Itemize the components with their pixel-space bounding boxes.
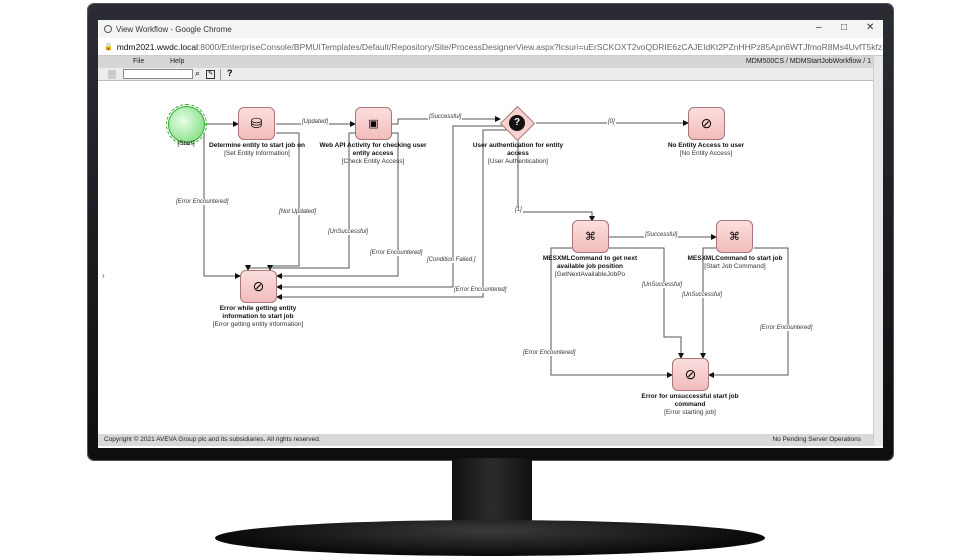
window-plug-icon: ▣ <box>368 118 379 130</box>
minimize-button[interactable]: – <box>816 22 822 33</box>
error-start-job-node[interactable]: ⊘ <box>672 358 709 391</box>
help-button[interactable]: ? <box>227 68 233 78</box>
edge-not-updated <box>267 132 300 271</box>
edge-error-webapi <box>276 132 399 279</box>
edge-label: [Error Encountered] <box>522 350 577 356</box>
menu-file[interactable]: File <box>133 58 145 65</box>
browser-window: View Workflow - Google Chrome – □ ✕ 🔒 md… <box>98 20 883 448</box>
url-host: mdm2021.wwdc.local <box>116 41 198 52</box>
edge-label: [Condition Failed.] <box>426 257 477 263</box>
no-entity-access-label: No Entity Access to user[No Entity Acces… <box>667 142 745 157</box>
status-bar: Copyright © 2021 AVEVA Group plc and its… <box>98 434 873 446</box>
edge-label: [Successful] <box>644 232 679 238</box>
edge-label: [Updated] <box>301 119 330 125</box>
maximize-button[interactable]: □ <box>841 22 848 33</box>
window-title: View Workflow - Google Chrome <box>116 24 232 34</box>
edge-mes1-box <box>550 247 673 378</box>
title-bar: View Workflow - Google Chrome – □ ✕ <box>98 20 883 38</box>
toolbar: ⌕ ✎ ? <box>98 68 883 81</box>
no-entity-access-node[interactable]: ⊘ <box>688 107 725 140</box>
menu-help[interactable]: Help <box>170 58 185 65</box>
edge-label: [UnSuccessful] <box>681 292 724 298</box>
edge-unsuccessful <box>245 132 355 271</box>
url-path: :8000/EnterpriseConsole/BPMUITemplates/D… <box>197 41 883 52</box>
edge-label: [UnSuccessful] <box>327 229 370 235</box>
edge-mes1-unsuccessful <box>609 247 684 359</box>
decision-label: User authentication for entity access[Us… <box>472 142 564 165</box>
mes-start-job-label: MESXMLCommand to start job[Start Job Com… <box>687 255 783 270</box>
error-start-job-label: Error for unsuccessful start job command… <box>641 393 739 416</box>
search-icon[interactable]: ⌕ <box>195 68 201 78</box>
edge-error-start <box>203 133 241 279</box>
vertical-scrollbar[interactable] <box>873 56 883 446</box>
edge-label: [Error Encountered] <box>759 325 814 331</box>
address-bar[interactable]: 🔒 mdm2021.wwdc.local:8000/EnterpriseCons… <box>98 38 883 56</box>
close-button[interactable]: ✕ <box>866 22 875 33</box>
edge-label: [Error Encountered] <box>175 199 230 205</box>
menu-bar: File Help MDM500CS / MDMStartJobWorkflow… <box>98 56 883 68</box>
error-document-icon: ⊘ <box>252 278 265 294</box>
determine-entity-node[interactable]: ⛁ <box>238 107 275 140</box>
edge-label: [UnSuccessful] <box>641 282 684 288</box>
start-label: [Start] <box>177 140 195 147</box>
breadcrumb: MDM500CS / MDMStartJobWorkflow / 1 <box>745 58 871 65</box>
error-document-icon: ⊘ <box>700 115 713 131</box>
mes-next-position-node[interactable]: ⌘ <box>572 220 609 253</box>
edge-label: [0] <box>607 119 616 125</box>
database-refresh-icon: ⛁ <box>250 115 263 131</box>
error-entity-node[interactable]: ⊘ <box>240 270 277 303</box>
edge-label: [1] <box>514 207 523 213</box>
error-document-icon: ⊘ <box>684 366 697 382</box>
expand-panel-icon[interactable]: › <box>102 271 105 280</box>
edge-label: [Error Encountered] <box>369 250 424 256</box>
question-icon: ? <box>509 115 525 131</box>
xml-command-icon: ⌘ <box>729 231 740 243</box>
edge-condition-failed <box>276 125 506 290</box>
monitor-stand-base <box>215 520 765 556</box>
start-node[interactable] <box>166 104 207 145</box>
edge-label: [Successful] <box>428 114 463 120</box>
edge-mes2-error <box>708 247 789 378</box>
chrome-icon <box>104 25 112 33</box>
mes-next-position-label: MESXMLCommand to get next available job … <box>542 255 638 278</box>
monitor-stand-neck <box>452 458 532 528</box>
error-entity-label: Error while getting entity information t… <box>212 305 304 328</box>
lock-icon: 🔒 <box>104 43 113 51</box>
toolbar-divider <box>220 69 221 80</box>
edge-one <box>517 141 595 222</box>
grip-icon <box>108 70 116 79</box>
determine-entity-label: Determine entity to start job on[Set Ent… <box>208 142 306 157</box>
edge-label: [Error Encountered] <box>453 287 508 293</box>
web-api-label: Web API Activity for checking user entit… <box>319 142 427 165</box>
mes-start-job-node[interactable]: ⌘ <box>716 220 753 253</box>
xml-command-icon: ⌘ <box>585 231 596 243</box>
edge-mes2-unsuccessful <box>700 247 716 359</box>
edge-error-decision <box>276 129 510 300</box>
server-status: No Pending Server Operations <box>772 436 861 443</box>
search-input[interactable] <box>123 69 193 79</box>
copyright-text: Copyright © 2021 AVEVA Group plc and its… <box>104 436 321 443</box>
edit-icon[interactable]: ✎ <box>206 70 215 79</box>
edge-label: [Not Updated] <box>278 209 318 215</box>
web-api-node[interactable]: ▣ <box>355 107 392 140</box>
